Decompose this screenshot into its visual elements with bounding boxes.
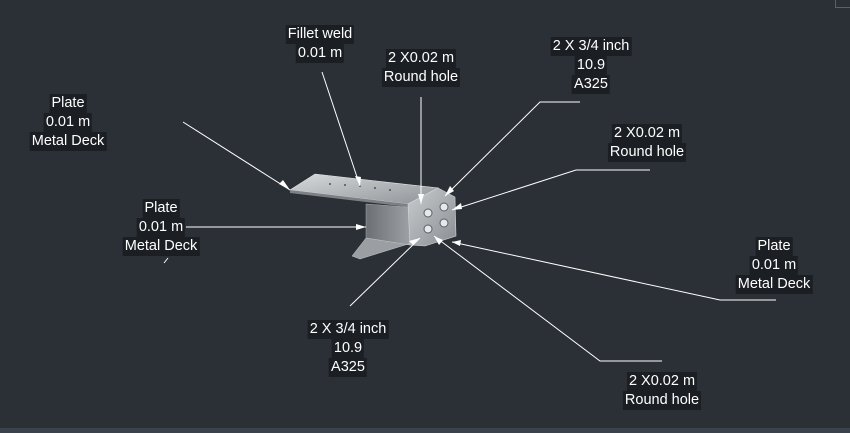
bolt-lower-right[interactable] xyxy=(439,218,449,228)
leader-round-hole-bottom xyxy=(433,235,662,362)
label-round-hole-bottom[interactable]: 2 X0.02 m Round hole xyxy=(622,372,702,410)
leader-tick xyxy=(163,257,169,264)
label-bolt-bottom[interactable]: 2 X 3/4 inch 10.9 A325 xyxy=(307,320,389,377)
label-plate-right[interactable]: Plate 0.01 m Metal Deck xyxy=(735,237,813,294)
leader-bolt-top xyxy=(444,101,580,197)
label-round-hole-top[interactable]: 2 X0.02 m Round hole xyxy=(381,49,461,87)
viewport-corner-mark xyxy=(835,0,850,8)
bolt-lower-left[interactable] xyxy=(423,224,433,234)
top-deck-plate-edge xyxy=(290,190,408,207)
label-round-hole-right[interactable]: 2 X0.02 m Round hole xyxy=(607,124,687,162)
label-plate-top-left[interactable]: Plate 0.01 m Metal Deck xyxy=(29,94,107,151)
label-plate-mid-left[interactable]: Plate 0.01 m Metal Deck xyxy=(122,199,200,256)
label-bolt-top[interactable]: 2 X 3/4 inch 10.9 A325 xyxy=(550,37,632,94)
bolt-upper-right[interactable] xyxy=(439,202,449,212)
label-fillet-weld[interactable]: Fillet weld 0.01 m xyxy=(285,25,355,63)
leader-plate-right xyxy=(451,241,776,301)
bolts xyxy=(423,202,449,234)
leader-arrowheads xyxy=(279,176,462,246)
leader-bolt-bottom xyxy=(349,237,421,307)
leader-plate-top-left xyxy=(182,121,291,191)
viewport-bottom-bar xyxy=(0,428,850,433)
leader-fillet-weld xyxy=(321,71,361,187)
leader-lines xyxy=(163,71,776,362)
leader-round-hole-right xyxy=(451,169,650,211)
bolt-upper-left[interactable] xyxy=(423,208,433,218)
